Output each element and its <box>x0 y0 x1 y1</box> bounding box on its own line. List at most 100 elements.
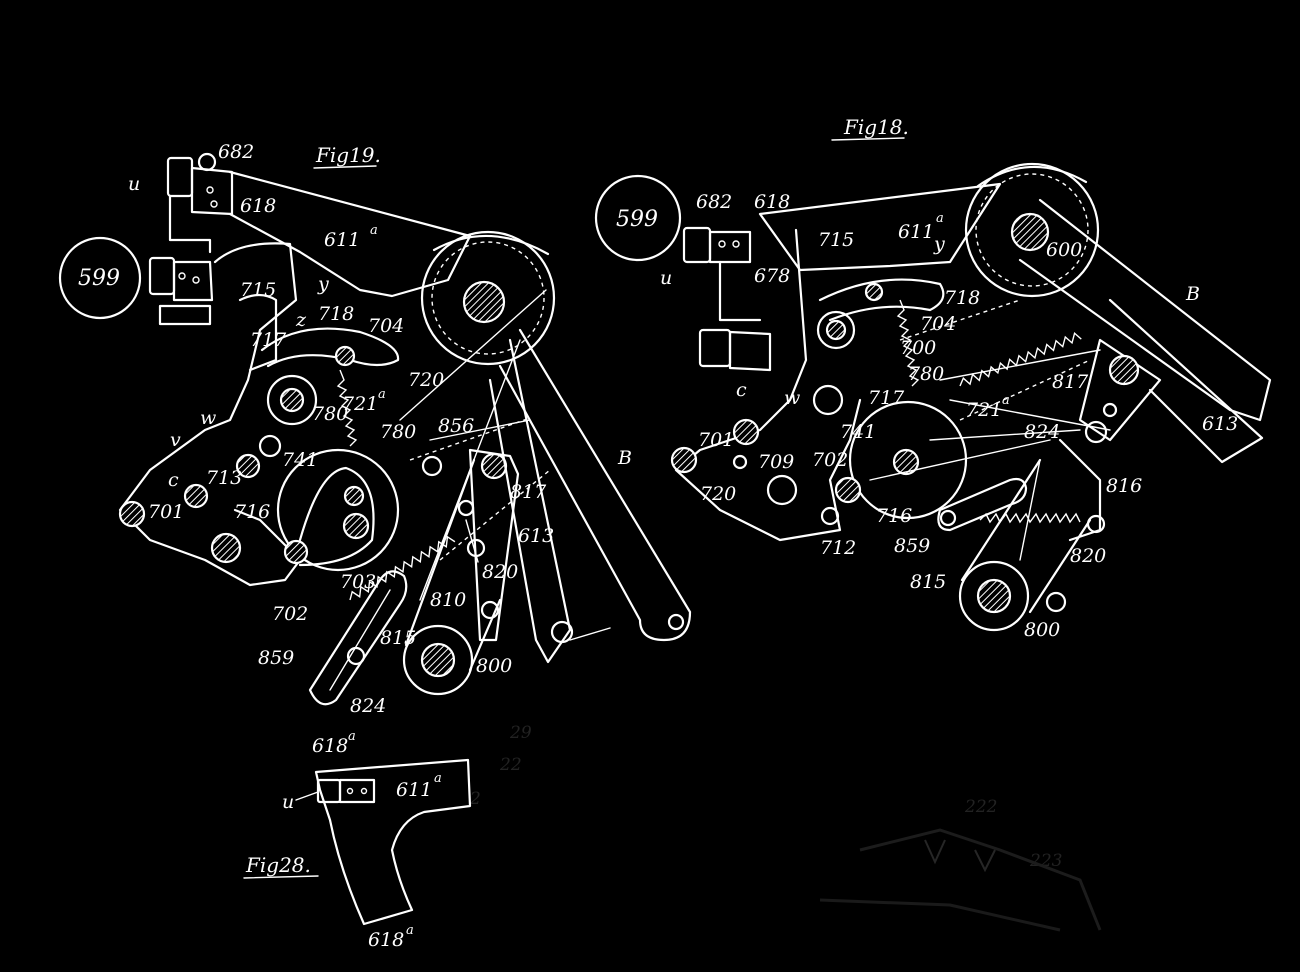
arc-cam <box>260 327 400 368</box>
label: 720 <box>408 369 444 391</box>
wheel-600 <box>964 162 1100 298</box>
label: c <box>168 469 179 491</box>
label: 856 <box>438 415 474 437</box>
label: 611 <box>324 229 360 251</box>
bracket-assembly <box>148 152 234 326</box>
label: 718 <box>318 303 354 325</box>
label: 780 <box>380 421 416 443</box>
label: u <box>660 267 672 289</box>
spring-780 <box>336 369 358 447</box>
label: 824 <box>350 695 386 717</box>
plate-611a <box>758 182 1002 272</box>
label: 717 <box>868 387 905 409</box>
label: 800 <box>1024 619 1060 641</box>
label: 715 <box>240 279 276 301</box>
label: 716 <box>234 501 270 523</box>
frame-plate-715 <box>118 242 302 587</box>
label: 701 <box>698 429 734 451</box>
label: 704 <box>920 313 956 335</box>
figure-title: Fig19. <box>315 143 381 167</box>
lever-611a <box>228 170 472 298</box>
label: v <box>170 429 181 451</box>
title-underline <box>313 165 377 169</box>
bleed-mark: 29 <box>509 723 532 743</box>
label: a <box>370 223 378 238</box>
label: 780 <box>312 403 348 425</box>
plate-611a <box>314 758 472 926</box>
label: 820 <box>482 561 518 583</box>
label: a <box>378 387 386 402</box>
label: 817 <box>1052 371 1089 393</box>
title-underline <box>831 137 905 141</box>
wheel-800 <box>402 624 474 696</box>
title-underline <box>243 875 319 879</box>
label: 718 <box>944 287 980 309</box>
label: u <box>282 791 294 813</box>
figure-title: Fig18. <box>843 115 909 139</box>
label: 618 <box>312 735 348 757</box>
plate-816 <box>1058 438 1102 542</box>
label: a <box>406 923 414 938</box>
label: 717 <box>250 329 287 351</box>
label: B <box>1185 283 1200 305</box>
label: 611 <box>898 221 934 243</box>
lever-817 <box>1078 338 1162 442</box>
label: 716 <box>876 505 912 527</box>
upper-hub <box>462 280 506 324</box>
figure-28: 618 a u 611 a 618 a Fig28. <box>243 729 472 951</box>
bleed-mark: 223 <box>1029 851 1062 871</box>
label: 713 <box>206 467 242 489</box>
spring-780 <box>896 299 920 387</box>
label: 600 <box>1046 239 1082 261</box>
label: B <box>617 447 632 469</box>
wheel-800 <box>958 560 1030 632</box>
label: u <box>128 173 140 195</box>
label: 721 <box>966 399 1002 421</box>
label: 741 <box>282 449 318 471</box>
label: c <box>736 379 747 401</box>
label: 780 <box>908 363 944 385</box>
label: z <box>295 309 307 331</box>
label: 701 <box>148 501 184 523</box>
slot-lever-824 <box>937 477 1028 532</box>
label: 817 <box>510 481 547 503</box>
label: 682 <box>218 141 254 163</box>
label: 800 <box>476 655 512 677</box>
label: 712 <box>820 537 856 559</box>
upper-wheel <box>420 230 556 366</box>
arm-B <box>498 328 692 642</box>
label: 702 <box>272 603 308 625</box>
bleed-mark: 2 <box>469 789 481 809</box>
label: 815 <box>910 571 946 593</box>
label: 810 <box>430 589 466 611</box>
label: 709 <box>758 451 794 473</box>
spring-820 <box>979 512 1081 524</box>
arm-613 <box>1108 298 1264 464</box>
label: 618 <box>368 929 404 951</box>
label: y <box>317 273 329 295</box>
label: 721 <box>342 393 378 415</box>
figure-19: Fig19. 599 <box>58 141 692 717</box>
spring-810 <box>349 535 456 601</box>
label: 599 <box>616 207 658 232</box>
label: 820 <box>1070 545 1106 567</box>
circle-599 <box>58 236 142 320</box>
label: 815 <box>380 627 416 649</box>
label: 702 <box>812 449 848 471</box>
label: w <box>200 407 216 429</box>
label: 859 <box>258 647 294 669</box>
figure-18: Fig18. 599 <box>594 115 1272 641</box>
spring <box>959 331 1082 387</box>
bleed-mark: 22 <box>499 755 522 775</box>
label: 816 <box>1106 475 1142 497</box>
arm-613 <box>488 338 572 664</box>
gear-716 <box>848 400 968 520</box>
label: a <box>936 211 944 226</box>
label: 859 <box>894 535 930 557</box>
label: 599 <box>78 266 120 291</box>
label: 682 <box>696 191 732 213</box>
label: a <box>348 729 356 744</box>
label: a <box>1002 393 1010 408</box>
label: 678 <box>754 265 790 287</box>
